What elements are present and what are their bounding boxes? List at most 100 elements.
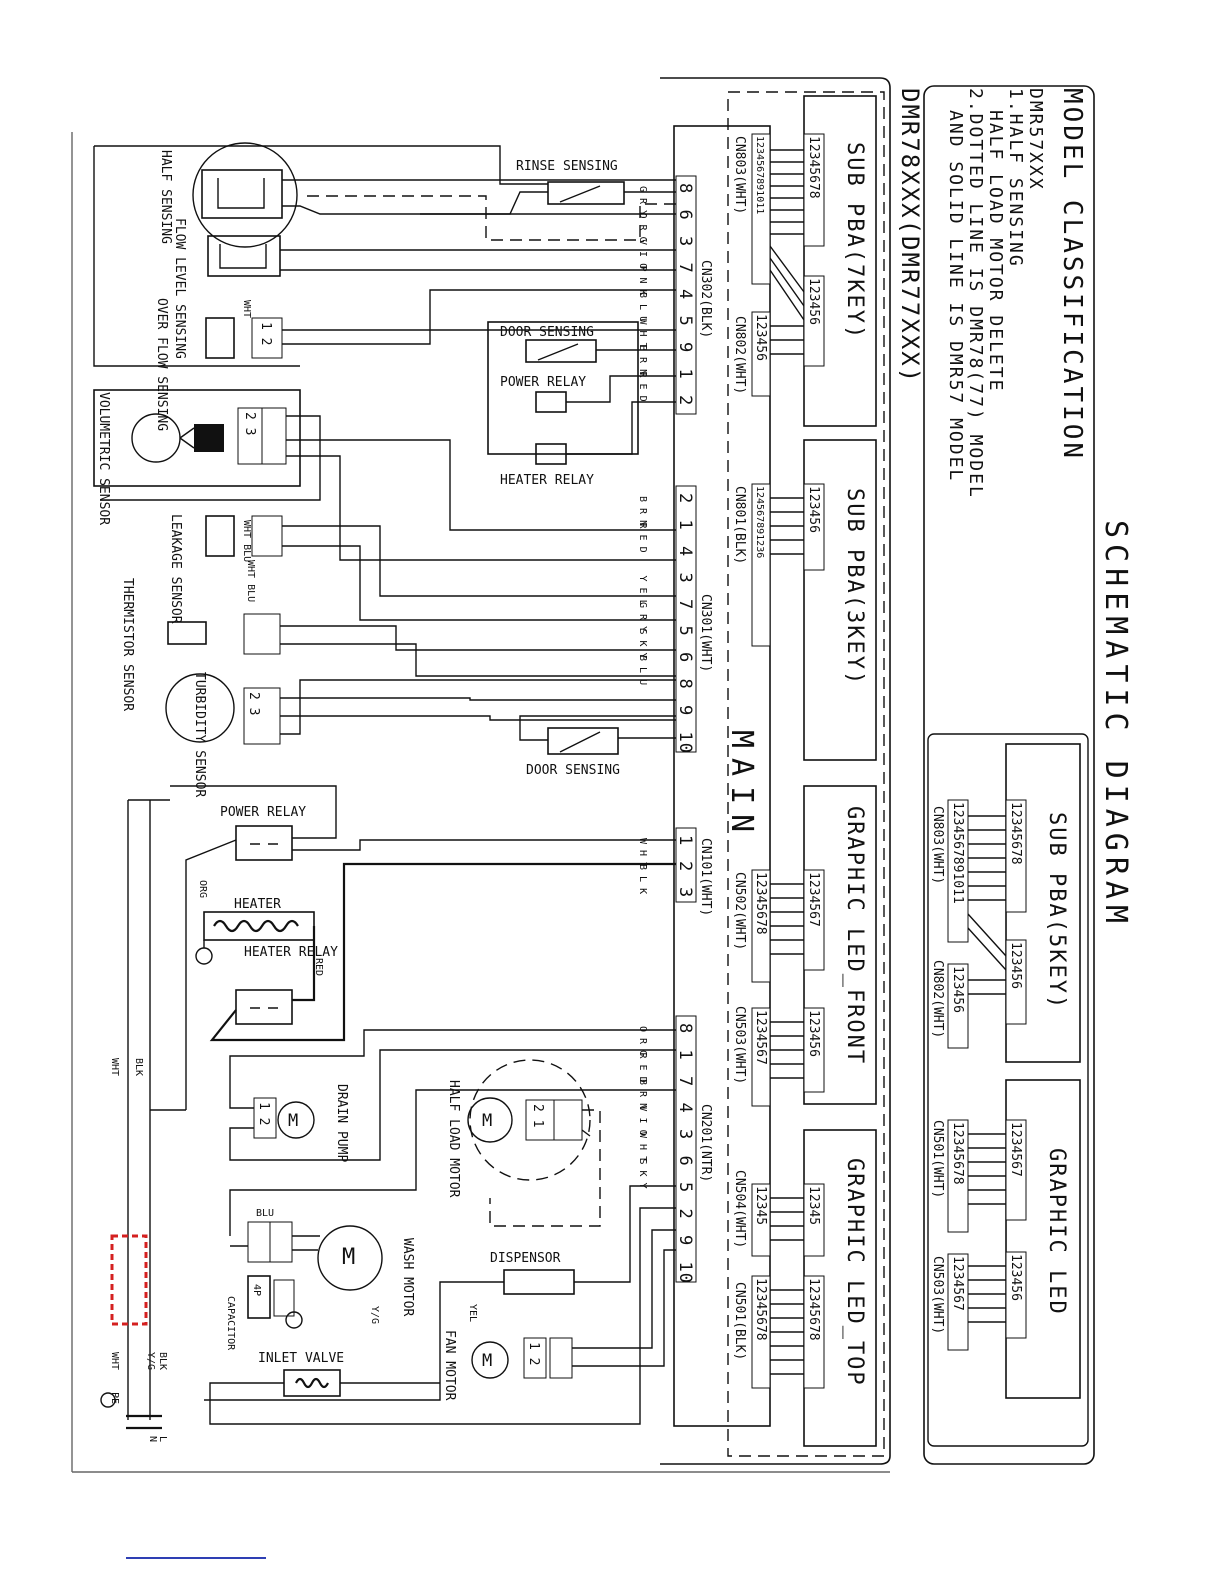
cn201-wire-color-5: W H T: [637, 1132, 648, 1162]
led-top-pin-strip-b: 12345678: [806, 1278, 821, 1341]
cn302-pin-9: 9: [675, 342, 695, 353]
cn501-label: CN501(BLK): [732, 1282, 747, 1360]
cn101-pin-1: 1: [675, 835, 695, 846]
wire-color-layer: G R YO R GV I OP N KB L UW H TB R NR E D…: [637, 186, 648, 1189]
cn803-pins: 1234567891011: [754, 136, 765, 214]
graphic-led-label: GRAPHIC LED: [1044, 1148, 1069, 1316]
mains-supply: BLK WHT BLK Y/G WHT PE L N: [100, 799, 186, 1442]
highlight-box: [110, 1234, 148, 1326]
sub-pba-7key: SUB PBA(7KEY) 12345678 123456: [803, 95, 877, 427]
cn501-pins: 12345678: [753, 1278, 768, 1341]
inset-cn503-label: CN503(WHT): [930, 1256, 945, 1334]
heater-label: HEATER: [234, 897, 281, 912]
cn301-pin-4: 4: [675, 546, 695, 557]
sub-pba-7key-label: SUB PBA(7KEY): [842, 142, 867, 340]
inset-cn802-label: CN802(WHT): [930, 960, 945, 1038]
wash-motor-yg: Y/G: [369, 1306, 380, 1324]
cn301-pin-1: 1: [675, 520, 695, 531]
heater-org-label: ORG: [197, 880, 208, 898]
half-load-motor-label: HALF LOAD MOTOR: [446, 1080, 461, 1198]
page-frame: [71, 77, 1095, 1473]
terminal-n-label: N: [147, 1436, 158, 1442]
inset-sub-pba-5key: SUB PBA(5KEY) 12345678 123456 1234567891…: [930, 743, 1081, 1063]
main-board-label: MAIN: [724, 730, 759, 842]
main-board: MAIN: [673, 125, 771, 1427]
cn301-pin-7: 7: [675, 599, 695, 610]
over-flow-wire-colors: WHT: [241, 300, 252, 318]
model-heading: MODEL CLASSIFICATION: [1057, 88, 1087, 461]
main-connectors-left: CN302(BLK) CN301(WHT) CN101(WHT) CN201(N…: [675, 175, 713, 1283]
model-note-1: 1.HALF SENSING: [1005, 88, 1026, 268]
capacitor-4p: 4P: [251, 1284, 262, 1296]
cn503-pins: 1234567: [753, 1010, 768, 1065]
cn302-pin-2: 2: [675, 395, 695, 406]
mains-blk-label: BLK: [133, 1058, 144, 1076]
terminal-l-label: L: [157, 1436, 168, 1442]
mains-yg-label: Y/G: [145, 1352, 156, 1370]
cn302-wire-color-8: R E D: [637, 372, 648, 402]
cn201-pin-9: 9: [675, 1235, 695, 1246]
cn101-pin-2: 2: [675, 861, 695, 872]
leakage-wire-colors: WHT BLU: [241, 520, 252, 562]
cn504-pins: 12345: [753, 1186, 768, 1225]
cn301-pin-3: 3: [675, 573, 695, 584]
cn201-pin-5: 5: [675, 1182, 695, 1193]
heater-relay-2-label: HEATER RELAY: [244, 945, 338, 960]
thermistor-wire-colors: WHT BLU: [245, 560, 256, 602]
cn201-wire-color-3: B R N: [637, 1079, 648, 1109]
sub-pba-3key: SUB PBA(3KEY) 123456: [803, 439, 877, 761]
cn201-wire-color-1: O R G: [637, 1026, 648, 1056]
sub-pba-5key-label: SUB PBA(5KEY): [1044, 812, 1069, 1010]
graphic-led-pin-strip-a: 1234567: [1008, 1122, 1023, 1177]
cn301-wire-color-5: G R Y: [637, 602, 648, 632]
over-flow-pins: 1 2: [258, 322, 273, 345]
pe-label: PE: [109, 1392, 120, 1404]
half-load-motor-glyph: M: [482, 1111, 493, 1131]
dispensor-yel: YEL: [467, 1304, 478, 1322]
wash-motor-label: WASH MOTOR: [400, 1238, 415, 1316]
thermistor-label: THERMISTOR SENSOR: [120, 578, 135, 711]
inset-cn503-pins: 1234567: [950, 1256, 965, 1311]
flow-level-label: FLOW LEVEL SENSING: [172, 218, 187, 359]
cn301-wire-color-4: Y E L: [637, 576, 648, 606]
cn301-pin-10: 10: [675, 732, 695, 754]
cn302-wire-color-7: B R N: [637, 345, 648, 375]
rinse-sensing-label: RINSE SENSING: [516, 159, 618, 174]
inset-cn803-pins: 1234567891011: [950, 802, 965, 904]
inset-cn802-pins: 123456: [950, 966, 965, 1013]
cn201-pin-6: 6: [675, 1156, 695, 1167]
fan-motor-label: FAN MOTOR: [442, 1330, 457, 1401]
cn301-wire-color-6: S K Y: [637, 629, 648, 659]
sensor-wiring: RINSE SENSING HALF SENSING FLOW LEVEL SE…: [93, 142, 676, 797]
cn302-wire-color-2: O R G: [637, 213, 648, 243]
cn801-pins: 124567891236: [754, 486, 765, 558]
sub5-pin-strip-a: 12345678: [1008, 802, 1023, 865]
cn302-pin-3: 3: [675, 236, 695, 247]
door-sensing-1-label: DOOR SENSING: [500, 325, 594, 340]
cn302-label: CN302(BLK): [698, 260, 713, 338]
mains-wht-label-2: WHT: [109, 1352, 120, 1370]
cn302-pin-6: 6: [675, 210, 695, 221]
cn302-wire-color-1: G R Y: [637, 186, 648, 216]
cn201-pin-2: 2: [675, 1209, 695, 1220]
door-sensing-2-label: DOOR SENSING: [526, 763, 620, 778]
cn502-pins: 12345678: [753, 872, 768, 935]
dmr78-boundary: [727, 91, 885, 1457]
cn302-wire-color-3: V I O: [637, 239, 648, 269]
cn302-wire-color-5: B L U: [637, 292, 648, 322]
mains-wht-label: WHT: [109, 1058, 120, 1076]
title-block: SCHEMATIC DIAGRAM MODEL CLASSIFICATION D…: [896, 88, 1133, 929]
led-front-pin-strip-b: 123456: [806, 1010, 821, 1057]
graphic-led-top-label: GRAPHIC LED_TOP: [842, 1158, 867, 1387]
led-top-pin-strip-a: 12345: [806, 1186, 821, 1225]
half-load-motor-pins: 2 1: [530, 1104, 545, 1127]
cn301-wire-color-7: B L U: [637, 655, 648, 685]
cn301-pin-5: 5: [675, 626, 695, 637]
wash-motor-glyph: M: [342, 1245, 356, 1270]
model-variant: DMR78XXX(DMR77XXX): [896, 88, 924, 384]
cn802-pins: 123456: [753, 314, 768, 361]
drain-pump-label: DRAIN PUMP: [334, 1084, 349, 1162]
inlet-valve-label: INLET VALVE: [258, 1351, 344, 1366]
cn201-label: CN201(NTR): [698, 1104, 713, 1182]
